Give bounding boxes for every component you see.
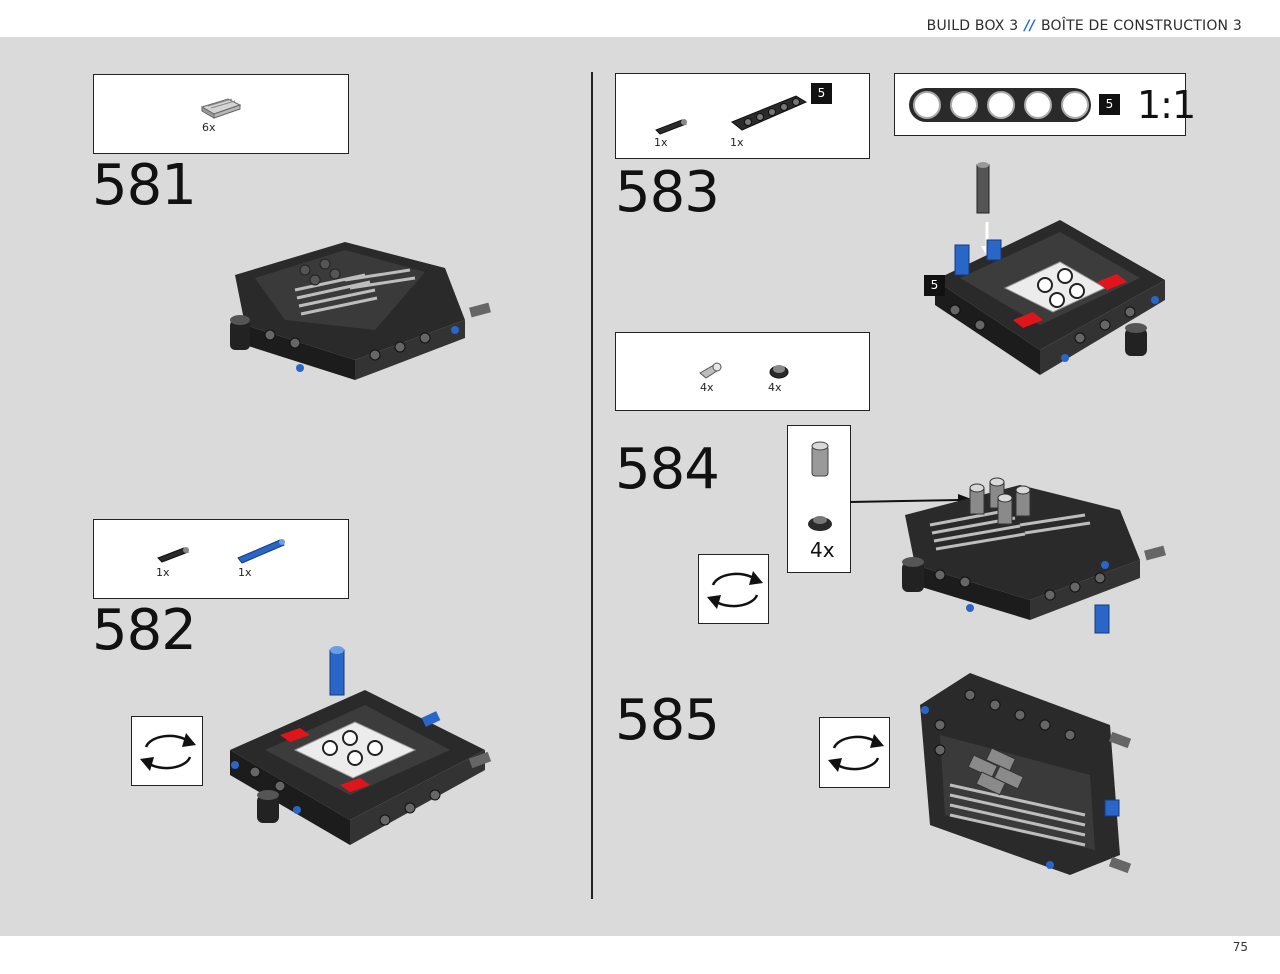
part-qty: 1x <box>238 566 252 579</box>
header-title: BUILD BOX 3 // BOÎTE DE CONSTRUCTION 3 <box>927 18 1242 34</box>
bush-onto-round-icon <box>808 441 832 531</box>
assembly-584-illustration <box>902 477 1166 634</box>
page-number: 75 <box>1232 940 1248 954</box>
step-number-582: 582 <box>92 598 197 663</box>
subassembly-callout-584: 4x <box>787 425 851 573</box>
step-number-581: 581 <box>92 153 197 218</box>
scale-reference-box: 5 1:1 <box>894 73 1196 136</box>
dark-round-icon <box>769 365 789 379</box>
part-qty: 4x <box>700 381 714 394</box>
beam-1to1-icon <box>909 88 1091 122</box>
parts-callout-582: 1x 1x <box>93 519 349 599</box>
step-number-583: 583 <box>615 160 720 225</box>
assembly-582-illustration <box>230 646 492 845</box>
part-qty: 1x <box>730 136 744 149</box>
footer-bar: 75 <box>0 936 1280 974</box>
header-boite: BOÎTE DE CONSTRUCTION 3 <box>1040 18 1242 34</box>
blue-axle-pin-icon <box>237 539 285 564</box>
header-separator: // <box>1024 18 1035 34</box>
part-qty: 1x <box>156 566 170 579</box>
parts-callout-581: 6x <box>93 74 349 154</box>
step-number-585: 585 <box>615 688 720 753</box>
grey-tile-icon <box>200 98 242 119</box>
callout-length-badge: 5 <box>924 275 945 296</box>
black-beam-icon <box>731 95 808 131</box>
rotate-model-icon <box>698 554 769 624</box>
rotate-model-icon <box>819 717 890 788</box>
black-pin-icon <box>655 119 687 135</box>
column-divider <box>591 72 593 899</box>
beam-length-badge: 5 <box>811 83 832 104</box>
step-number-584: 584 <box>615 437 720 502</box>
assembly-585-illustration <box>920 673 1132 875</box>
scale-badge: 5 <box>1099 94 1120 115</box>
parts-callout-584: 4x 4x <box>615 332 870 411</box>
grey-bush-icon <box>699 362 722 379</box>
part-qty: 1x <box>654 136 668 149</box>
parts-callout-583: 1x 1x 5 <box>615 73 870 159</box>
header-build-box: BUILD BOX 3 <box>926 18 1019 34</box>
black-pin-icon <box>157 547 189 563</box>
scale-label: 1:1 <box>1137 83 1196 127</box>
part-qty: 6x <box>202 121 216 134</box>
rotate-model-icon <box>131 716 203 786</box>
subassembly-qty: 4x <box>810 538 835 562</box>
assembly-583-illustration <box>935 162 1165 375</box>
assembly-581-illustration <box>230 242 491 380</box>
part-qty: 4x <box>768 381 782 394</box>
header-bar: BUILD BOX 3 // BOÎTE DE CONSTRUCTION 3 <box>0 0 1280 37</box>
